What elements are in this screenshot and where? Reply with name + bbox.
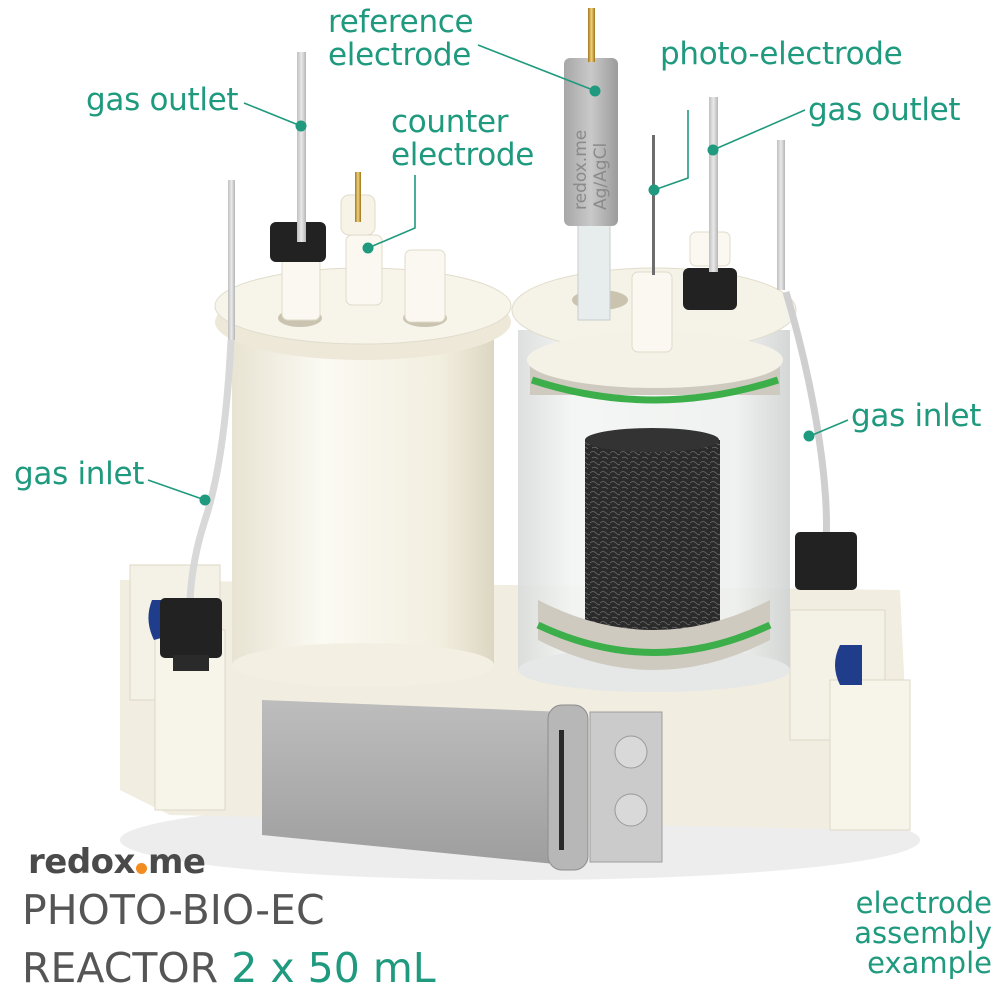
right-chamber: redox.me Ag/AgCl [511, 8, 857, 692]
callout-lines [147, 44, 849, 501]
note-line: assembly [854, 916, 992, 950]
brand-text-right: me [147, 842, 206, 882]
label-gas-outlet-right: gas outlet [808, 92, 961, 128]
brand-text-left: redox [28, 842, 135, 882]
product-title-line1: PHOTO-BIO-EC [22, 886, 325, 934]
label-reference-electrode: reference electrode [328, 4, 474, 73]
label-counter-electrode: counter electrode [391, 106, 534, 172]
label-gas-outlet-left: gas outlet [86, 82, 239, 118]
note-line: example [867, 946, 992, 980]
label-photo-electrode: photo-electrode [660, 36, 903, 72]
title-prefix: REACTOR [22, 944, 219, 992]
reference-electrode-marking: redox.me Ag/AgCl [571, 124, 611, 210]
left-chamber [160, 52, 512, 687]
steel-clamp [262, 700, 663, 871]
label-gas-inlet-right: gas inlet [851, 398, 982, 434]
label-line: reference [328, 4, 474, 40]
label-line: electrode [391, 137, 535, 173]
assembly-note: electrode assembly example [854, 888, 992, 978]
callout-dots [199, 85, 815, 506]
label-line: counter [391, 104, 509, 140]
product-title-line2: REACTOR 2 x 50 mL [22, 946, 436, 990]
label-line: electrode [328, 37, 472, 73]
note-line: electrode [855, 886, 992, 920]
title-volume: 2 x 50 mL [231, 944, 436, 992]
brand-dot-icon [135, 863, 147, 874]
label-gas-inlet-left: gas inlet [14, 456, 145, 492]
